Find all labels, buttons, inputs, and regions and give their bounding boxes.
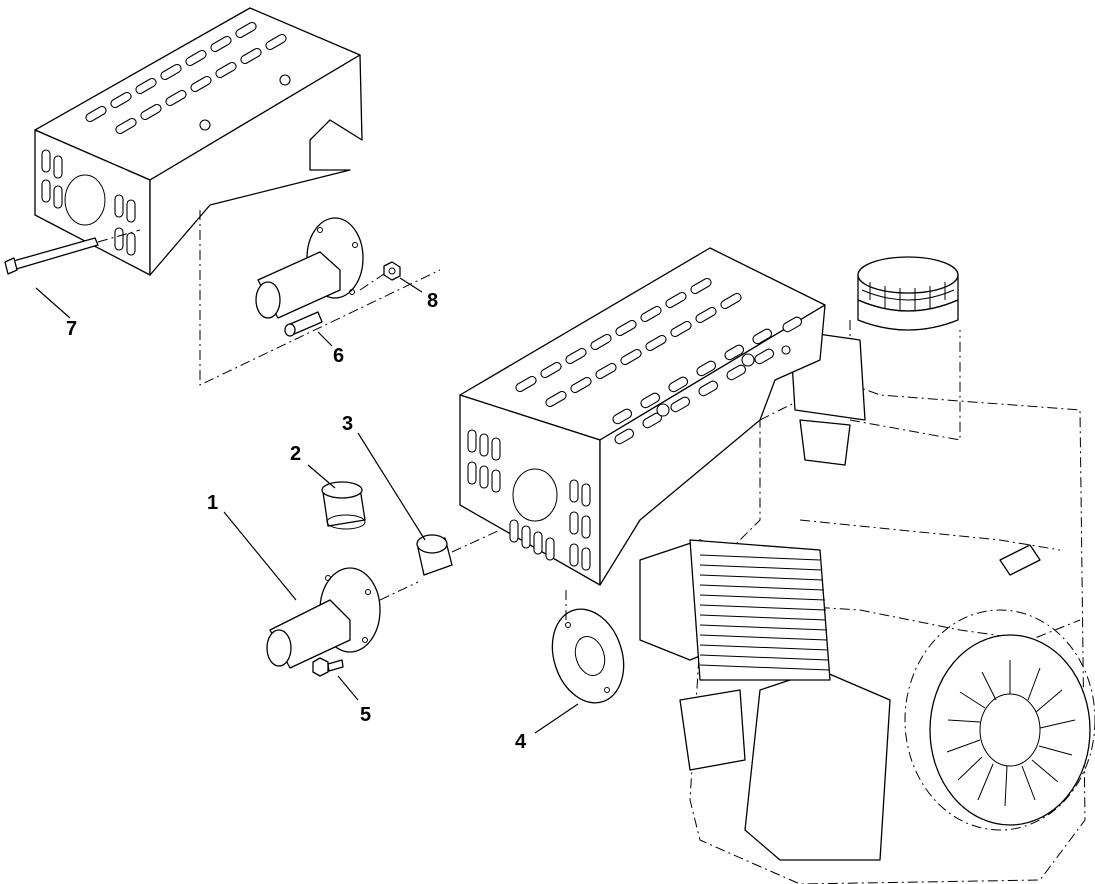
- part-4-gasket: [551, 590, 625, 704]
- callout-numbers: 1 2 3 4 5 6 7 8: [66, 290, 527, 753]
- callout-3: 3: [342, 413, 353, 435]
- part-1-exhaust-flange: [266, 567, 419, 669]
- guard-upper-front-slots: [41, 149, 136, 256]
- part-7-bolt: [4, 229, 141, 275]
- callout-8: 8: [427, 290, 438, 312]
- cylinder-fins: [689, 539, 831, 681]
- part-2-bushing: [321, 481, 366, 530]
- guard-lower-top-slots: [515, 277, 742, 408]
- muffler-guard-lower: [459, 247, 826, 586]
- callout-1: 1: [207, 492, 218, 514]
- part-8-nut: [359, 261, 401, 291]
- guard-upper-top-slots: [85, 21, 291, 135]
- upper-exhaust-flange: [255, 217, 364, 319]
- guard-lower-side-slots: [612, 316, 803, 445]
- callout-2: 2: [290, 443, 301, 465]
- oil-fill-cap: [857, 256, 959, 331]
- callout-4: 4: [515, 731, 527, 753]
- part-3-bushing: [416, 529, 501, 576]
- part-5-bolt: [312, 657, 344, 677]
- callout-7: 7: [66, 318, 77, 340]
- callout-5: 5: [360, 704, 371, 726]
- callout-6: 6: [333, 345, 344, 367]
- guard-lower-front-slots: [467, 429, 591, 571]
- muffler-guard-upper: [34, 7, 441, 386]
- flywheel-screen: [929, 634, 1091, 826]
- part-6-spacer: [284, 311, 323, 337]
- callout-leaders: [35, 277, 579, 734]
